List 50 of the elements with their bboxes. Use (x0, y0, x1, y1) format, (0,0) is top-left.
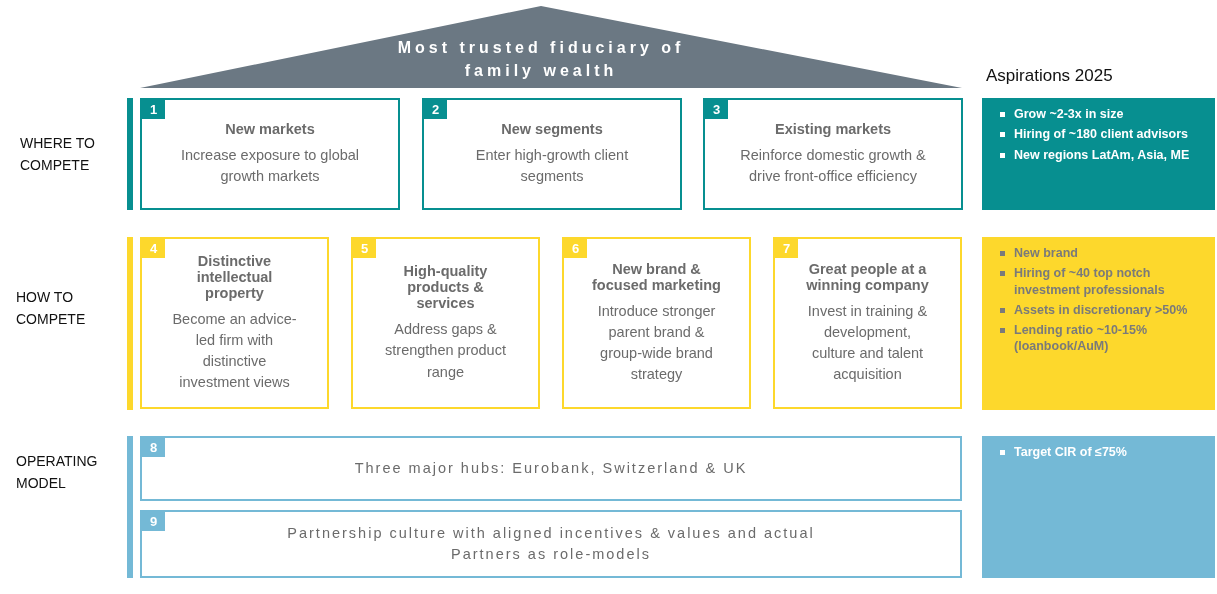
bullet-text: Hiring of ~180 client advisors (1014, 126, 1189, 143)
box-description: Enter high-growth client segments (474, 146, 630, 186)
box-description: Address gaps & strengthen product range (384, 320, 507, 382)
bullet-text: Lending ratio ~10-15% (loanbook/AuM) (1014, 322, 1149, 355)
column-heading: Aspirations 2025 (986, 65, 1114, 87)
bullet-text: Grow ~2-3x in size (1014, 106, 1124, 123)
box-description: Become an advice-led firm with distinctive investment views (171, 309, 298, 392)
box-description: Reinforce domestic growth & drive front-office efficiency (739, 146, 927, 186)
number-badge: 5 (353, 239, 377, 258)
strategy-box (140, 98, 400, 210)
box-heading: Great people at a winning company (805, 260, 930, 293)
aspiration-panel (982, 237, 1215, 410)
aspiration-panel (982, 98, 1215, 210)
bullet-text: Hiring of ~40 top notch investment professionals (1014, 265, 1166, 298)
box-heading: Distinctive intellectual property (195, 252, 274, 301)
box-description: Partnership culture with aligned incentives & values and actual Partners as role-models (286, 524, 816, 564)
box-description: Invest in training & development, culture and talent acquisition (806, 301, 929, 384)
strategy-box (422, 98, 682, 210)
number-badge: 7 (775, 239, 799, 258)
row-label: OPERATING MODEL (16, 452, 99, 494)
number-badge: 6 (564, 239, 588, 258)
number-badge: 2 (424, 100, 448, 119)
bullet-text: Target CIR of ≤75% (1014, 444, 1127, 461)
bullet-text: Assets in discretionary >50% (1014, 301, 1188, 318)
bullet-text: New brand (1014, 245, 1078, 262)
box-heading: New segments (501, 121, 603, 137)
strategy-box (140, 436, 962, 501)
box-heading: High-quality products & services (402, 263, 489, 312)
strategy-box (562, 237, 751, 409)
box-description: Increase exposure to global growth markets (179, 146, 361, 186)
number-badge: 9 (142, 512, 166, 531)
roof-title: Most trusted fiduciary of family wealth (396, 38, 686, 82)
box-heading: Existing markets (774, 121, 892, 137)
bullet-text: New regions LatAm, Asia, ME (1014, 146, 1190, 163)
number-badge: 4 (142, 239, 166, 258)
strategy-box (140, 237, 329, 409)
strategy-box (140, 510, 962, 578)
strategy-box (773, 237, 962, 409)
strategy-box (703, 98, 963, 210)
row-label: HOW TO COMPETE (16, 288, 87, 330)
box-heading: New markets (225, 121, 315, 137)
number-badge: 8 (142, 438, 166, 457)
strategy-box (351, 237, 540, 409)
number-badge: 3 (705, 100, 729, 119)
number-badge: 1 (142, 100, 166, 119)
aspiration-panel (982, 436, 1215, 578)
row-label: WHERE TO COMPETE (20, 134, 96, 176)
box-description: Three major hubs: Eurobank, Switzerland & UK (354, 459, 748, 478)
box-heading: New brand & focused marketing (592, 260, 721, 293)
box-description: Introduce stronger parent brand & group-wide brand strategy (596, 301, 717, 384)
